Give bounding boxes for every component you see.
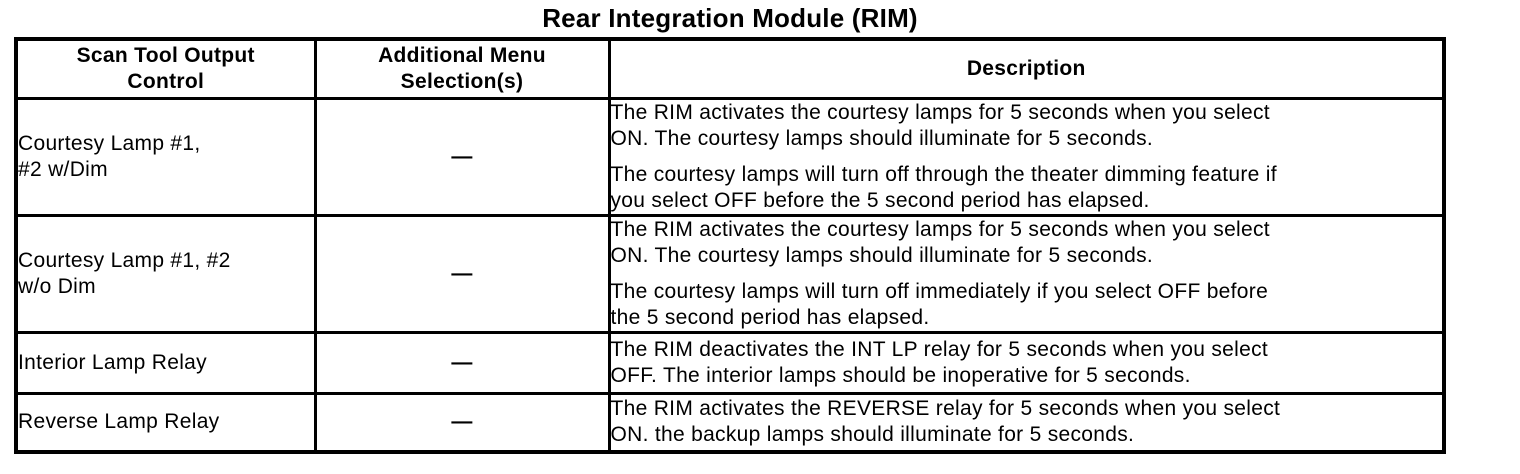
description-cell: The RIM activates the REVERSE relay for … bbox=[607, 392, 1446, 453]
description-paragraph: The courtesy lamps will turn off through… bbox=[610, 163, 1277, 212]
table-row: Courtesy Lamp #1, #2 w/o Dim — The RIM a… bbox=[14, 214, 1446, 334]
description-paragraph: The RIM deactivates the INT LP relay for… bbox=[610, 338, 1269, 387]
menu-cell-dash: — bbox=[313, 392, 611, 453]
table-header-row: Scan Tool Output Control Additional Menu… bbox=[14, 37, 1446, 100]
description-paragraph: The RIM activates the REVERSE relay for … bbox=[610, 397, 1281, 447]
description-paragraph: The RIM activates the courtesy lamps for… bbox=[610, 101, 1270, 151]
description-paragraph: The RIM activates the courtesy lamps for… bbox=[610, 218, 1270, 268]
table-row: Interior Lamp Relay — The RIM deactivate… bbox=[14, 331, 1446, 395]
column-header-description: Description bbox=[607, 37, 1446, 100]
column-header-scan-tool-output-control: Scan Tool Output Control bbox=[14, 37, 317, 100]
description-paragraph: The courtesy lamps will turn off immedia… bbox=[610, 280, 1269, 329]
description-cell: The RIM deactivates the INT LP relay for… bbox=[607, 331, 1446, 395]
table-row: Courtesy Lamp #1, #2 w/Dim — The RIM act… bbox=[14, 97, 1446, 217]
rim-output-control-table: Scan Tool Output Control Additional Menu… bbox=[14, 37, 1446, 454]
control-cell: Courtesy Lamp #1, #2 w/Dim bbox=[14, 97, 317, 217]
page-title: Rear Integration Module (RIM) bbox=[542, 3, 918, 33]
menu-cell-dash: — bbox=[313, 97, 611, 217]
description-cell: The RIM activates the courtesy lamps for… bbox=[607, 97, 1446, 217]
column-header-additional-menu-selections: Additional Menu Selection(s) bbox=[313, 37, 611, 100]
description-cell: The RIM activates the courtesy lamps for… bbox=[607, 214, 1446, 334]
menu-cell-dash: — bbox=[313, 214, 611, 334]
control-cell: Courtesy Lamp #1, #2 w/o Dim bbox=[14, 214, 317, 334]
menu-cell-dash: — bbox=[313, 331, 611, 395]
control-cell: Interior Lamp Relay bbox=[14, 331, 317, 395]
control-cell: Reverse Lamp Relay bbox=[14, 392, 317, 453]
table-row: Reverse Lamp Relay — The RIM activates t… bbox=[14, 392, 1446, 453]
